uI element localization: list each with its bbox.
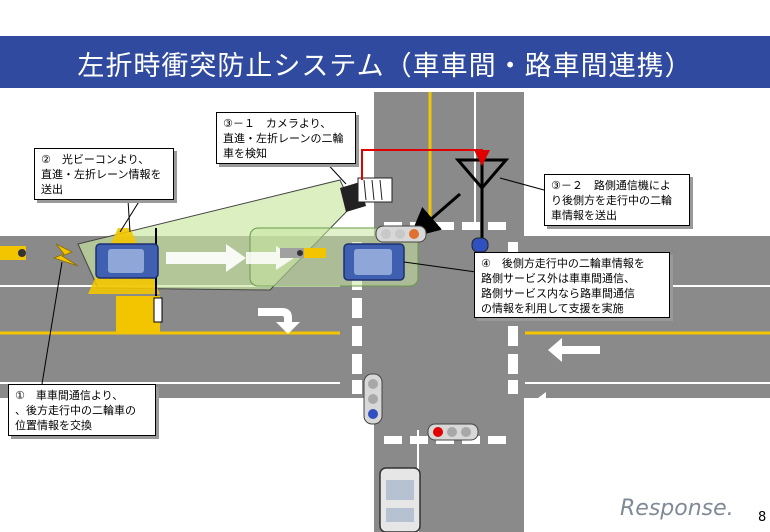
title-bar (0, 36, 770, 88)
traffic-light-south (427, 423, 479, 441)
south-car-icon (379, 467, 421, 532)
callout-line: 位置情報を交換 (15, 419, 92, 432)
page-number: 8 (758, 510, 767, 525)
own-car-icon (343, 243, 405, 281)
traffic-light-southwest (363, 373, 383, 425)
callout-line: 、後方走行中の二輪車の (15, 404, 136, 417)
traffic-light-northeast (471, 237, 489, 253)
traffic-light-north (375, 225, 427, 243)
callout-line: ① 車車間通信より、 (15, 389, 124, 402)
motorcycle-center-icon (280, 248, 326, 258)
callout-driver-assist: ④ 後側方走行中の二輪車情報を 路側サービス外は車車間通信、 路側サービス内なら… (474, 252, 670, 318)
callout-line: 路側サービス外は車車間通信、 (481, 272, 635, 285)
motion-arrow-1 (166, 244, 246, 272)
v2v-lightning-icon (52, 243, 79, 267)
callout-optical-beacon: ② 光ビーコンより、 直進・左折レーン情報を 送出 (34, 148, 174, 200)
callout-line: 送出 (41, 183, 63, 196)
callout-line: ③－２ 路側通信機によ (551, 179, 671, 192)
east-straight-left-arrow-upper (548, 338, 600, 362)
east-straight-left-arrow-lower (530, 392, 600, 416)
callout-line: 車を検知 (223, 147, 267, 160)
callout-line: 直進・左折レーン情報を (41, 168, 162, 181)
car-left-turning-icon (95, 243, 159, 279)
callout-line: ③－１ カメラより、 (223, 117, 332, 130)
callout-line: ② 光ビーコンより、 (41, 153, 150, 166)
left-turn-road-arrow (258, 308, 300, 334)
callout-camera-detection: ③－１ カメラより、 直進・左折レーンの二輪 車を検知 (216, 112, 356, 164)
callout-roadside-unit: ③－２ 路側通信機によ り後側方を走行中の二輪 車情報を送出 (544, 174, 690, 226)
callout-line: 直進・左折レーンの二輪 (223, 132, 344, 145)
callout-line: 車情報を送出 (551, 209, 617, 222)
callout-line: の情報を利用して支援を実施 (481, 302, 624, 315)
page-title: 左折時衝突防止システム（車車間・路車間連携） (77, 51, 693, 82)
callout-line: ④ 後側方走行中の二輪車情報を (481, 257, 645, 270)
motorcycle-left-icon (0, 246, 26, 260)
callout-line: 路側サービス内なら路車間通信 (481, 287, 635, 300)
callout-v2v-exchange: ① 車車間通信より、 、後方走行中の二輪車の 位置情報を交換 (8, 384, 156, 436)
camera-to-antenna-link (361, 149, 490, 180)
response-watermark: Response. (620, 496, 734, 521)
camera-icon (340, 177, 393, 212)
callout-line: り後側方を走行中の二輪 (551, 194, 672, 207)
